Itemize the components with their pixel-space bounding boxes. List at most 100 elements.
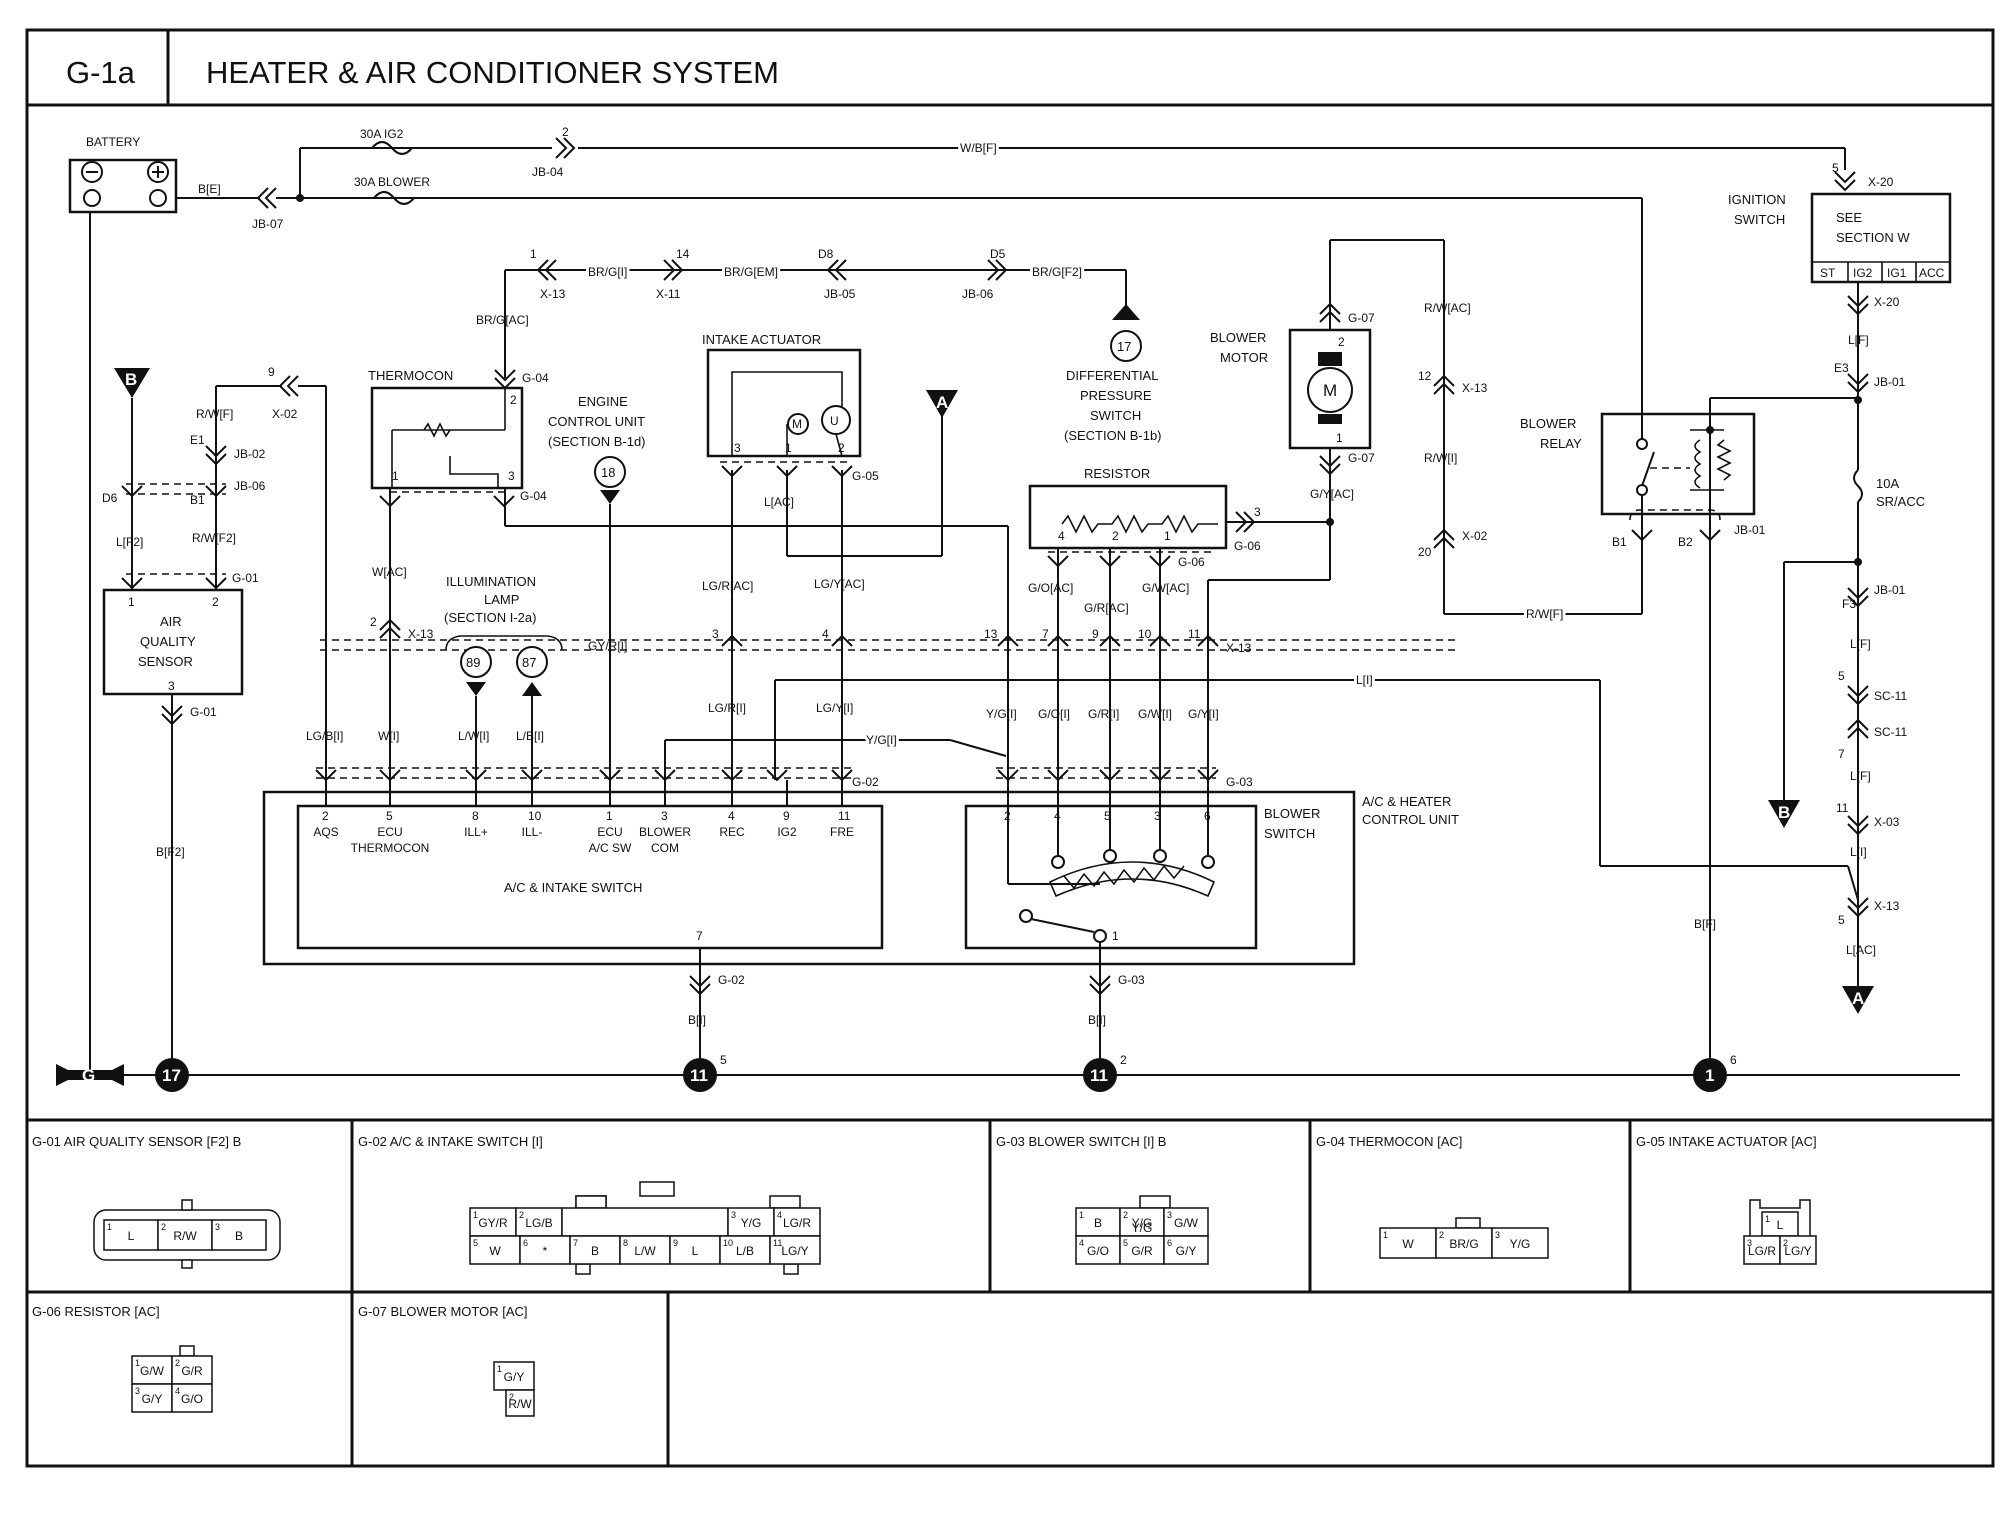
- connector-view-title: G-02 A/C & INTAKE SWITCH [I]: [358, 1134, 543, 1149]
- pin-wire-color: L: [128, 1229, 135, 1243]
- blower-switch-label-2: SWITCH: [1264, 826, 1315, 841]
- svg-text:G: G: [82, 1066, 95, 1085]
- wire-l-i-right: L[I]: [1850, 845, 1867, 859]
- pin-number: 8: [623, 1238, 628, 1248]
- terminal-pin: 1: [606, 809, 613, 823]
- flag-b-right: [1768, 800, 1800, 828]
- terminal-pin: 8: [472, 809, 479, 823]
- svg-text:1: 1: [392, 469, 399, 483]
- wire-br-g-f2: BR/G[F2]: [1032, 265, 1082, 279]
- pin-number: 1: [107, 1222, 112, 1232]
- fuse-10a-2: SR/ACC: [1876, 494, 1925, 509]
- ground-point-1: 1 6: [1693, 1053, 1737, 1092]
- svg-text:89: 89: [466, 655, 480, 670]
- pin-wire-color: R/W: [508, 1397, 532, 1411]
- connector-view-title: G-03 BLOWER SWITCH [I] B: [996, 1134, 1166, 1149]
- wire-lg-y-i: LG/Y[I]: [816, 701, 853, 715]
- pin-wire-color: LG/Y: [1784, 1244, 1811, 1258]
- pin-cell: [131, 1355, 173, 1385]
- pin-wire-color: LG/R: [1748, 1244, 1776, 1258]
- svg-text:3: 3: [1154, 809, 1161, 823]
- pin-cell: [1743, 1235, 1781, 1265]
- blower-switch-label-1: BLOWER: [1264, 806, 1320, 821]
- thermocon-label: THERMOCON: [368, 368, 453, 383]
- pin-wire-color: G/Y: [504, 1370, 525, 1384]
- svg-text:20: 20: [1418, 545, 1432, 559]
- pin-wire-color: L: [1777, 1218, 1784, 1232]
- pin-number: 1: [1383, 1230, 1388, 1240]
- svg-text:2: 2: [562, 125, 569, 139]
- connector-view-title: G-06 RESISTOR [AC]: [32, 1304, 160, 1319]
- ref-circle-18: [594, 456, 626, 488]
- svg-text:1: 1: [530, 247, 537, 261]
- illum-label-2: LAMP: [484, 592, 519, 607]
- pin-cell: [1075, 1207, 1121, 1237]
- ecu-label-1: ENGINE: [578, 394, 628, 409]
- conn-jb07: JB-07: [252, 217, 284, 231]
- terminal-pin: 10: [528, 809, 542, 823]
- terminal-name: ILL-: [522, 825, 543, 839]
- svg-text:3: 3: [1254, 505, 1261, 519]
- conn-g04-b: G-04: [520, 489, 547, 503]
- svg-text:2: 2: [212, 595, 219, 609]
- pin-cell: [773, 1207, 821, 1237]
- pin-wire-color: Y/G: [1510, 1237, 1531, 1251]
- terminal-name: REC: [719, 825, 745, 839]
- pin-cell: [669, 1235, 721, 1265]
- pin-wire-color: B: [591, 1244, 599, 1258]
- pin-cell: [1779, 1235, 1817, 1265]
- ign-acc: ACC: [1919, 266, 1945, 280]
- ground-point-11-a: 11 5: [683, 1053, 727, 1092]
- pin-number: 4: [175, 1386, 180, 1396]
- pin-d5: D5: [990, 247, 1006, 261]
- pin-number: 5: [1123, 1238, 1128, 1248]
- pin-cell: [1379, 1227, 1437, 1259]
- svg-text:1: 1: [1164, 529, 1171, 543]
- pin-number: 9: [673, 1238, 678, 1248]
- ecu-label-2: CONTROL UNIT: [548, 414, 645, 429]
- blower-motor-label-1: BLOWER: [1210, 330, 1266, 345]
- pin-e3: E3: [1834, 361, 1849, 375]
- blower-relay-label-2: RELAY: [1540, 436, 1582, 451]
- pin-cell: [1163, 1207, 1209, 1237]
- wire-br-g-ac: BR/G[AC]: [476, 313, 529, 327]
- pin-cell: [569, 1235, 621, 1265]
- pin-wire-color: G/Y: [1176, 1244, 1197, 1258]
- pin-wire-color: W: [1402, 1237, 1414, 1251]
- wire-b-i-b: B[I]: [1088, 1013, 1106, 1027]
- conn-g01-a: G-01: [232, 571, 259, 585]
- svg-text:7: 7: [1838, 747, 1845, 761]
- blower-motor-label-2: MOTOR: [1220, 350, 1268, 365]
- pin-wire-color: LG/B: [525, 1216, 552, 1230]
- pin-cell: [1761, 1211, 1799, 1237]
- pin-cell: [1163, 1235, 1209, 1265]
- pin-wire-color: LG/Y: [781, 1244, 808, 1258]
- pin-number: 11: [773, 1238, 782, 1248]
- conn-g06-b: G-06: [1178, 555, 1205, 569]
- conn-x13-top: X-13: [540, 287, 566, 301]
- svg-text:5: 5: [720, 1053, 727, 1067]
- pin-wire-color: L/W: [634, 1244, 656, 1258]
- ref-circle-87: [516, 646, 548, 678]
- conn-g01-b: G-01: [190, 705, 217, 719]
- wire-b-i-a: B[I]: [688, 1013, 706, 1027]
- svg-text:13: 13: [984, 627, 998, 641]
- connector-view-title: G-07 BLOWER MOTOR [AC]: [358, 1304, 528, 1319]
- svg-text:14: 14: [676, 247, 690, 261]
- conn-g03-top: G-03: [1226, 775, 1253, 789]
- relay-pin-b2: B2: [1678, 535, 1693, 549]
- pin-cell: [1119, 1235, 1165, 1265]
- terminal-pin: 3: [661, 809, 668, 823]
- pin-number: 2: [1783, 1238, 1788, 1248]
- svg-text:1: 1: [128, 595, 135, 609]
- ac-intake-switch: [296, 804, 884, 950]
- svg-text:12: 12: [1418, 369, 1432, 383]
- pin-wire-color: B: [235, 1229, 243, 1243]
- flag-a-top: [926, 390, 958, 418]
- ecu-label-3: (SECTION B-1d): [548, 434, 646, 449]
- pin-wire-color: G/W: [1174, 1216, 1199, 1230]
- ignition-switch-label-1: IGNITION: [1728, 192, 1786, 207]
- dps-label-1: DIFFERENTIAL: [1066, 368, 1158, 383]
- flag-b-left: [114, 368, 150, 398]
